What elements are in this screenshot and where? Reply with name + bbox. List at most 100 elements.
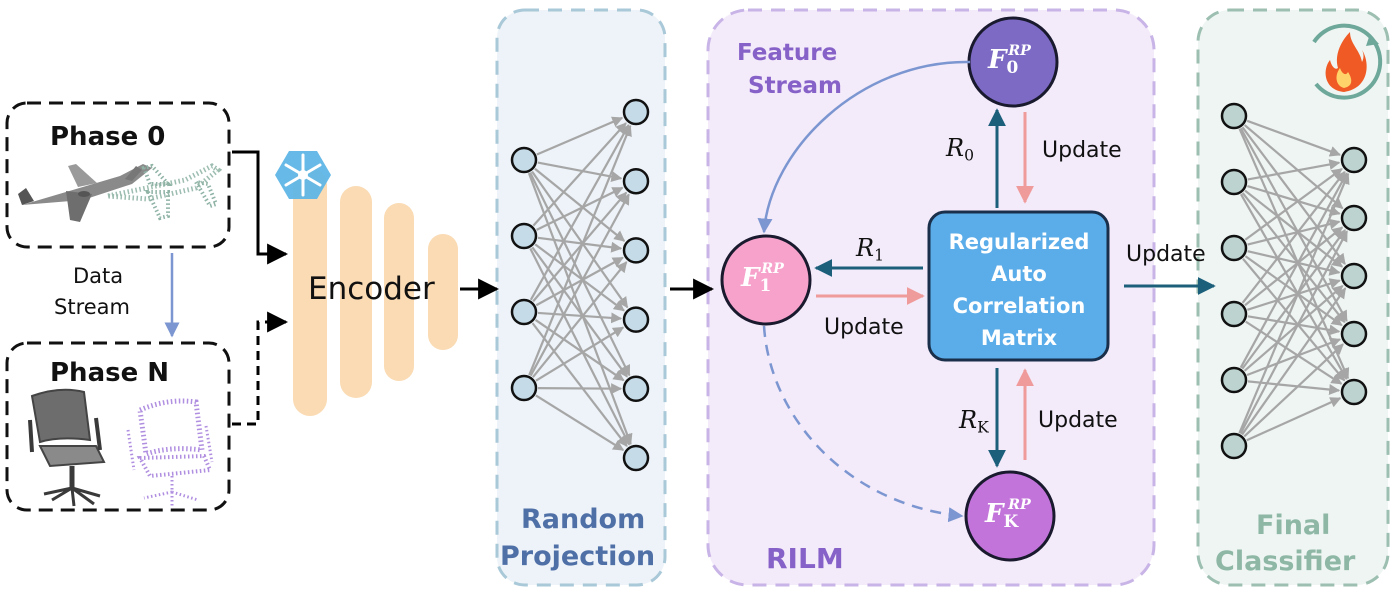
random-projection-edge bbox=[537, 236, 623, 253]
random-projection-input-node[interactable] bbox=[510, 222, 538, 250]
random-projection-edge bbox=[529, 124, 630, 301]
random-projection-output-node[interactable] bbox=[622, 375, 650, 403]
classifier-edge bbox=[1244, 226, 1344, 307]
classifier-input-node[interactable] bbox=[1220, 366, 1248, 394]
random-projection-edge bbox=[529, 248, 631, 446]
random-projection-nodes[interactable] bbox=[510, 98, 650, 472]
random-projection-edge bbox=[534, 243, 625, 312]
r0-label: R0 bbox=[946, 134, 974, 165]
random-projection-output-node[interactable] bbox=[622, 167, 650, 195]
random-projection-edge bbox=[532, 191, 628, 303]
classifier-output-node[interactable] bbox=[1340, 320, 1368, 348]
random-projection-title-line1: Random bbox=[521, 504, 646, 535]
encoder-label: Encoder bbox=[308, 271, 435, 307]
flame-icon bbox=[1312, 23, 1383, 100]
feature-stream-dashed-curve bbox=[762, 325, 964, 523]
random-projection-edge bbox=[531, 261, 628, 378]
airplane-pointcloud-icon bbox=[107, 163, 223, 221]
classifier-edge bbox=[1241, 192, 1346, 324]
f1-label: F1RP bbox=[741, 261, 784, 295]
rk-label: RK bbox=[959, 406, 989, 437]
autocorrelation-matrix-box[interactable] bbox=[927, 210, 1110, 362]
classifier-edge bbox=[1247, 159, 1341, 181]
random-projection-edge bbox=[537, 311, 623, 324]
random-projection-output-node[interactable] bbox=[622, 237, 650, 264]
random-projection-edge bbox=[529, 172, 631, 377]
classifier-edge bbox=[1244, 167, 1343, 241]
f0-label: F0RP bbox=[988, 43, 1031, 77]
classifier-edge bbox=[1238, 128, 1350, 380]
classifier-edge bbox=[1244, 255, 1343, 327]
classifier-input-node[interactable] bbox=[1220, 234, 1248, 262]
phaseN-connector bbox=[232, 311, 289, 426]
random-projection-edge bbox=[535, 394, 625, 451]
data-stream-line1: Data bbox=[73, 264, 124, 288]
classifier-edge bbox=[1246, 397, 1342, 442]
classifier-input-node[interactable] bbox=[1220, 300, 1248, 328]
random-projection-edge bbox=[528, 124, 632, 376]
final-classifier-title-line1: Final bbox=[1256, 510, 1331, 541]
encoder-block bbox=[293, 168, 458, 416]
f1-node[interactable] bbox=[720, 234, 812, 326]
feature-stream-line1: Feature bbox=[737, 40, 838, 66]
classifier-edge bbox=[1246, 337, 1342, 377]
phase0-label: Phase 0 bbox=[50, 122, 166, 152]
classifier-edge bbox=[1247, 315, 1341, 336]
random-projection-edge bbox=[534, 319, 625, 382]
classifier-edge bbox=[1239, 172, 1348, 369]
classifier-edge bbox=[1239, 193, 1348, 380]
classifier-input-node[interactable] bbox=[1220, 102, 1248, 130]
random-projection-edge bbox=[531, 170, 629, 309]
update-left-label: Update bbox=[824, 315, 904, 340]
snowflake-icon bbox=[275, 151, 331, 199]
classifier-output-node[interactable] bbox=[1340, 378, 1368, 406]
matrix-line4: Matrix bbox=[980, 326, 1058, 350]
random-projection-edge bbox=[537, 161, 623, 182]
matrix-line2: Auto bbox=[991, 262, 1047, 286]
random-projection-edge bbox=[535, 256, 624, 307]
classifier-output-node[interactable] bbox=[1340, 146, 1368, 174]
random-projection-panel bbox=[495, 8, 667, 587]
random-projection-title-line2: Projection bbox=[500, 541, 656, 572]
final-classifier-title-line2: Classifier bbox=[1215, 546, 1356, 577]
random-projection-edges bbox=[527, 116, 633, 451]
phaseN-box bbox=[5, 341, 231, 512]
matrix-line1: Regularized bbox=[948, 230, 1090, 254]
phase0-box bbox=[5, 101, 231, 249]
random-projection-input-node[interactable] bbox=[510, 298, 538, 326]
classifier-edge bbox=[1246, 119, 1341, 157]
update-bottom-label: Update bbox=[1038, 408, 1118, 433]
fk-node[interactable] bbox=[964, 470, 1056, 562]
classifier-edge bbox=[1247, 380, 1341, 395]
classifier-edge bbox=[1243, 284, 1344, 372]
classifier-edge bbox=[1245, 320, 1343, 385]
matrix-line3: Correlation bbox=[952, 294, 1086, 318]
random-projection-edge bbox=[536, 186, 624, 231]
classifier-update-label: Update bbox=[1126, 242, 1206, 267]
random-projection-edge bbox=[529, 193, 630, 377]
random-projection-output-node[interactable] bbox=[622, 306, 650, 333]
random-projection-edge bbox=[532, 122, 627, 227]
classifier-input-node[interactable] bbox=[1220, 168, 1248, 196]
random-projection-input-node[interactable] bbox=[510, 146, 538, 174]
random-projection-edge bbox=[537, 383, 623, 395]
classifier-edge bbox=[1247, 218, 1341, 246]
classifier-input-node[interactable] bbox=[1220, 432, 1248, 460]
feature-stream-curve bbox=[757, 60, 971, 234]
r1-label: R1 bbox=[856, 234, 884, 265]
classifier-nodes[interactable] bbox=[1220, 102, 1368, 460]
random-projection-output-node[interactable] bbox=[622, 444, 650, 472]
classifier-edge bbox=[1243, 343, 1344, 438]
airplane-mesh-icon bbox=[18, 164, 152, 222]
classifier-edge bbox=[1247, 278, 1341, 311]
random-projection-input-node[interactable] bbox=[510, 374, 538, 402]
fk-label: FKRP bbox=[985, 497, 1031, 531]
classifier-output-node[interactable] bbox=[1340, 262, 1368, 290]
classifier-output-node[interactable] bbox=[1340, 204, 1368, 232]
classifier-edge bbox=[1241, 170, 1346, 304]
chair-mesh-icon bbox=[28, 388, 106, 507]
random-projection-output-node[interactable] bbox=[622, 98, 650, 126]
classifier-edge bbox=[1247, 250, 1341, 276]
